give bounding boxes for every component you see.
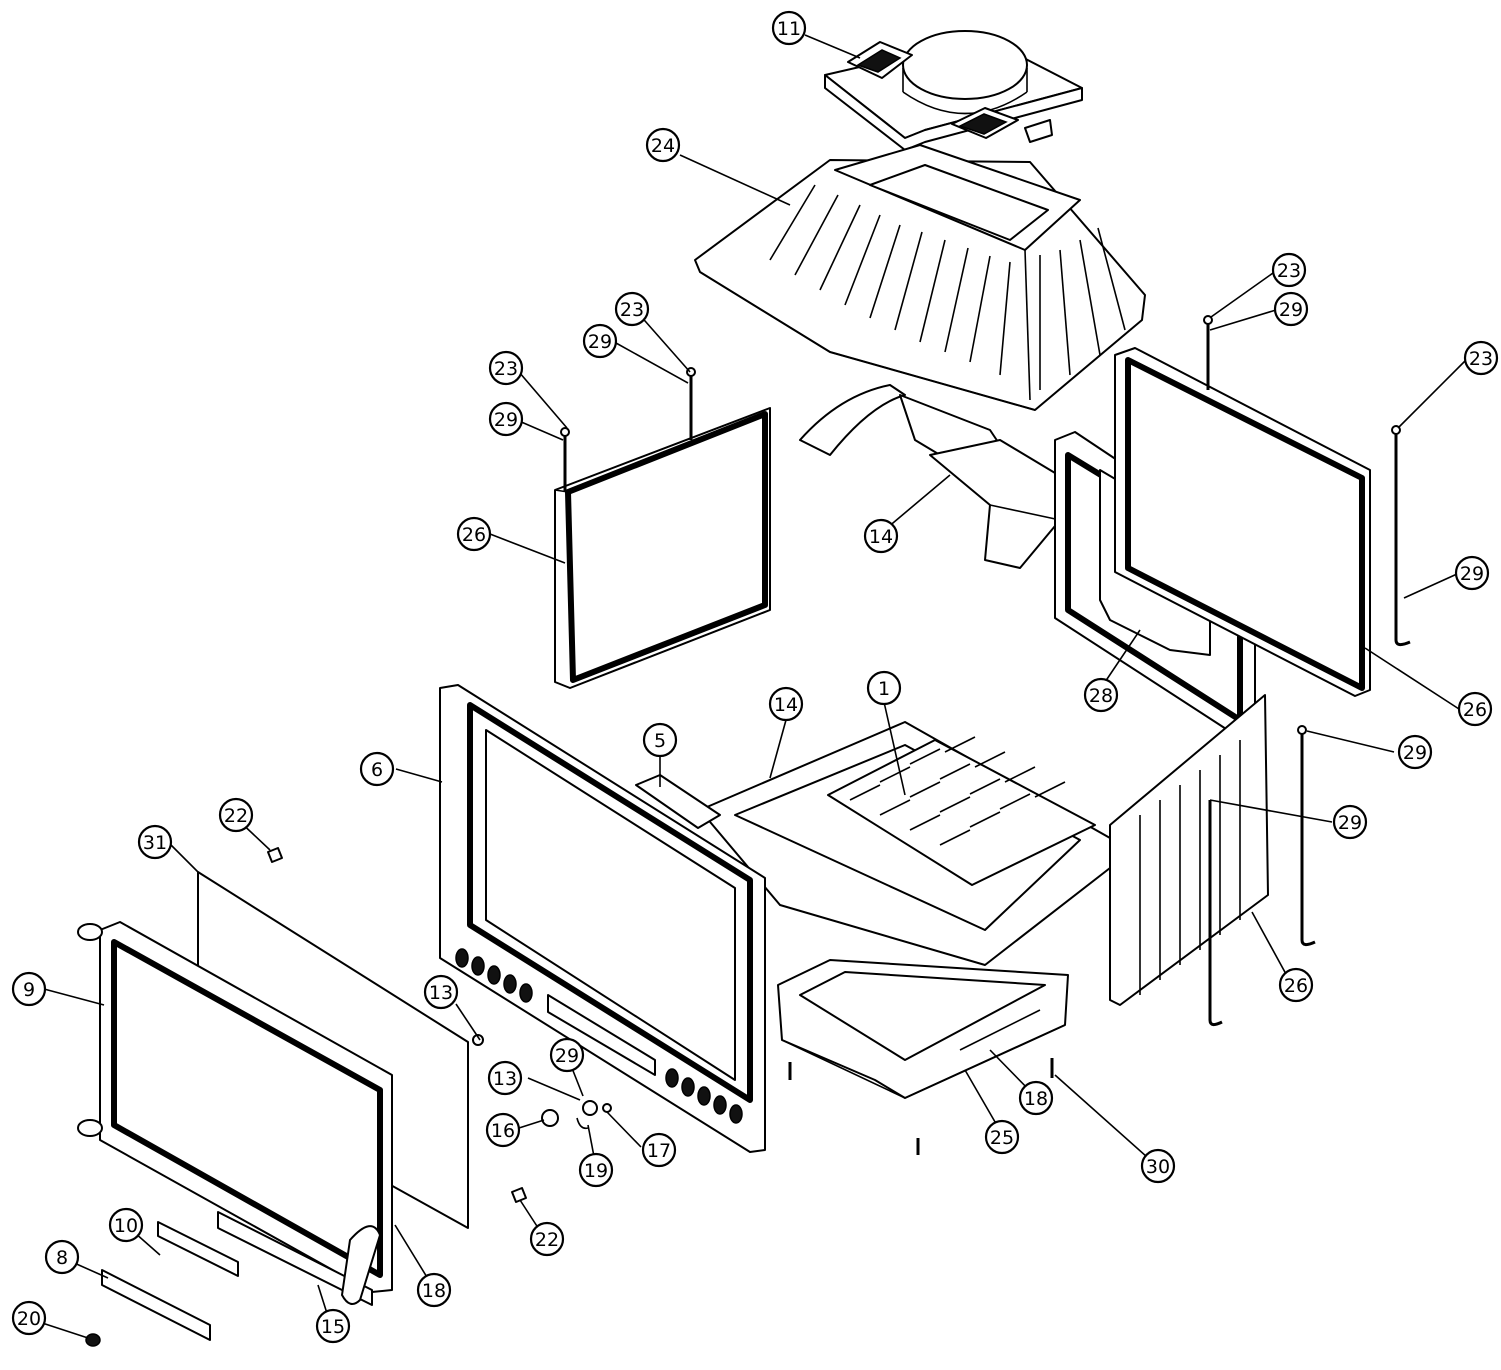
callout-29: 29 — [1454, 555, 1490, 591]
callout-24: 24 — [645, 127, 681, 163]
callout-label: 14 — [869, 526, 893, 548]
callout-23: 23 — [614, 291, 650, 327]
callout-label: 23 — [494, 358, 518, 380]
callout-label: 17 — [647, 1140, 671, 1162]
grate-slots — [849, 736, 1066, 846]
callout-label: 29 — [1338, 812, 1362, 834]
callout-22: 22 — [218, 797, 254, 833]
frame-vent-holes-left — [455, 948, 533, 1003]
callout-bubbles: 11 24 23 29 23 29 23 29 23 29 26 14 28 26 1 14 5 6 29 29 22 3… — [11, 10, 1499, 1344]
leader-lines — [29, 34, 1467, 1339]
callout-label: 22 — [224, 805, 248, 827]
callout-14: 14 — [863, 518, 899, 554]
callout-9: 9 — [11, 971, 47, 1007]
callout-5: 5 — [642, 722, 678, 758]
callout-label: 26 — [462, 524, 486, 546]
callout-29: 29 — [582, 323, 618, 359]
callout-29: 29 — [1273, 291, 1309, 327]
callout-label: 29 — [1403, 742, 1427, 764]
callout-label: 18 — [422, 1280, 446, 1302]
callout-label: 8 — [56, 1247, 68, 1269]
callout-31: 31 — [137, 824, 173, 860]
part-side-panel-left — [554, 407, 771, 689]
part-firebox-base — [699, 721, 1111, 966]
callout-23: 23 — [1271, 252, 1307, 288]
callout-label: 19 — [584, 1160, 608, 1182]
callout-10: 10 — [108, 1207, 144, 1243]
callout-28: 28 — [1083, 677, 1119, 713]
callout-26: 26 — [456, 516, 492, 552]
callout-label: 11 — [777, 18, 801, 40]
callout-label: 29 — [588, 331, 612, 353]
callout-15: 15 — [315, 1308, 351, 1344]
part-rods-left — [560, 367, 696, 492]
callout-label: 10 — [114, 1215, 138, 1237]
part-flue-plate — [824, 30, 1083, 151]
callout-label: 6 — [371, 759, 383, 781]
part-ribbed-side-panel — [1109, 694, 1316, 1027]
callout-22: 22 — [529, 1221, 565, 1257]
part-ash-pan — [777, 959, 1069, 1099]
callout-6: 6 — [359, 751, 395, 787]
callout-label: 13 — [493, 1068, 517, 1090]
callout-8: 8 — [44, 1239, 80, 1275]
part-front-frame — [439, 684, 766, 1153]
callout-label: 26 — [1463, 699, 1487, 721]
callout-13: 13 — [487, 1060, 523, 1096]
callout-label: 29 — [1279, 299, 1303, 321]
callout-label: 29 — [494, 409, 518, 431]
callout-16: 16 — [485, 1112, 521, 1148]
callout-label: 20 — [17, 1308, 41, 1330]
callout-label: 18 — [1024, 1088, 1048, 1110]
callout-29: 29 — [1332, 804, 1368, 840]
callout-29: 29 — [549, 1037, 585, 1073]
callout-label: 31 — [143, 832, 167, 854]
callout-label: 30 — [1146, 1156, 1170, 1178]
part-side-panel-right — [1114, 315, 1411, 697]
callout-label: 16 — [491, 1120, 515, 1142]
callout-label: 22 — [535, 1229, 559, 1251]
callout-label: 23 — [1277, 260, 1301, 282]
callout-14: 14 — [768, 686, 804, 722]
part-hood-casting — [694, 144, 1146, 456]
callout-1: 1 — [866, 670, 902, 706]
callout-11: 11 — [771, 10, 807, 46]
callout-label: 15 — [321, 1316, 345, 1338]
callout-25: 25 — [984, 1119, 1020, 1155]
callout-label: 23 — [620, 299, 644, 321]
callout-label: 29 — [1460, 563, 1484, 585]
callout-label: 9 — [23, 979, 35, 1001]
part-door — [77, 921, 393, 1306]
callout-label: 13 — [429, 982, 453, 1004]
callout-label: 5 — [654, 730, 666, 752]
callout-18: 18 — [1018, 1080, 1054, 1116]
callout-30: 30 — [1140, 1148, 1176, 1184]
callout-label: 1 — [878, 678, 890, 700]
callout-label: 24 — [651, 135, 675, 157]
callout-label: 23 — [1469, 348, 1493, 370]
frame-vent-holes-right — [665, 1068, 743, 1124]
callout-23: 23 — [488, 350, 524, 386]
callout-label: 25 — [990, 1127, 1014, 1149]
callout-label: 28 — [1089, 685, 1113, 707]
callout-26: 26 — [1457, 691, 1493, 727]
callout-29: 29 — [1397, 734, 1433, 770]
callout-19: 19 — [578, 1152, 614, 1188]
callout-23: 23 — [1463, 340, 1499, 376]
callout-18: 18 — [416, 1272, 452, 1308]
callout-label: 14 — [774, 694, 798, 716]
callout-13: 13 — [423, 974, 459, 1010]
callout-label: 26 — [1284, 975, 1308, 997]
callout-26: 26 — [1278, 967, 1314, 1003]
callout-29: 29 — [488, 401, 524, 437]
callout-17: 17 — [641, 1132, 677, 1168]
part-hardware — [85, 847, 1054, 1347]
callout-20: 20 — [11, 1300, 47, 1336]
callout-label: 29 — [555, 1045, 579, 1067]
